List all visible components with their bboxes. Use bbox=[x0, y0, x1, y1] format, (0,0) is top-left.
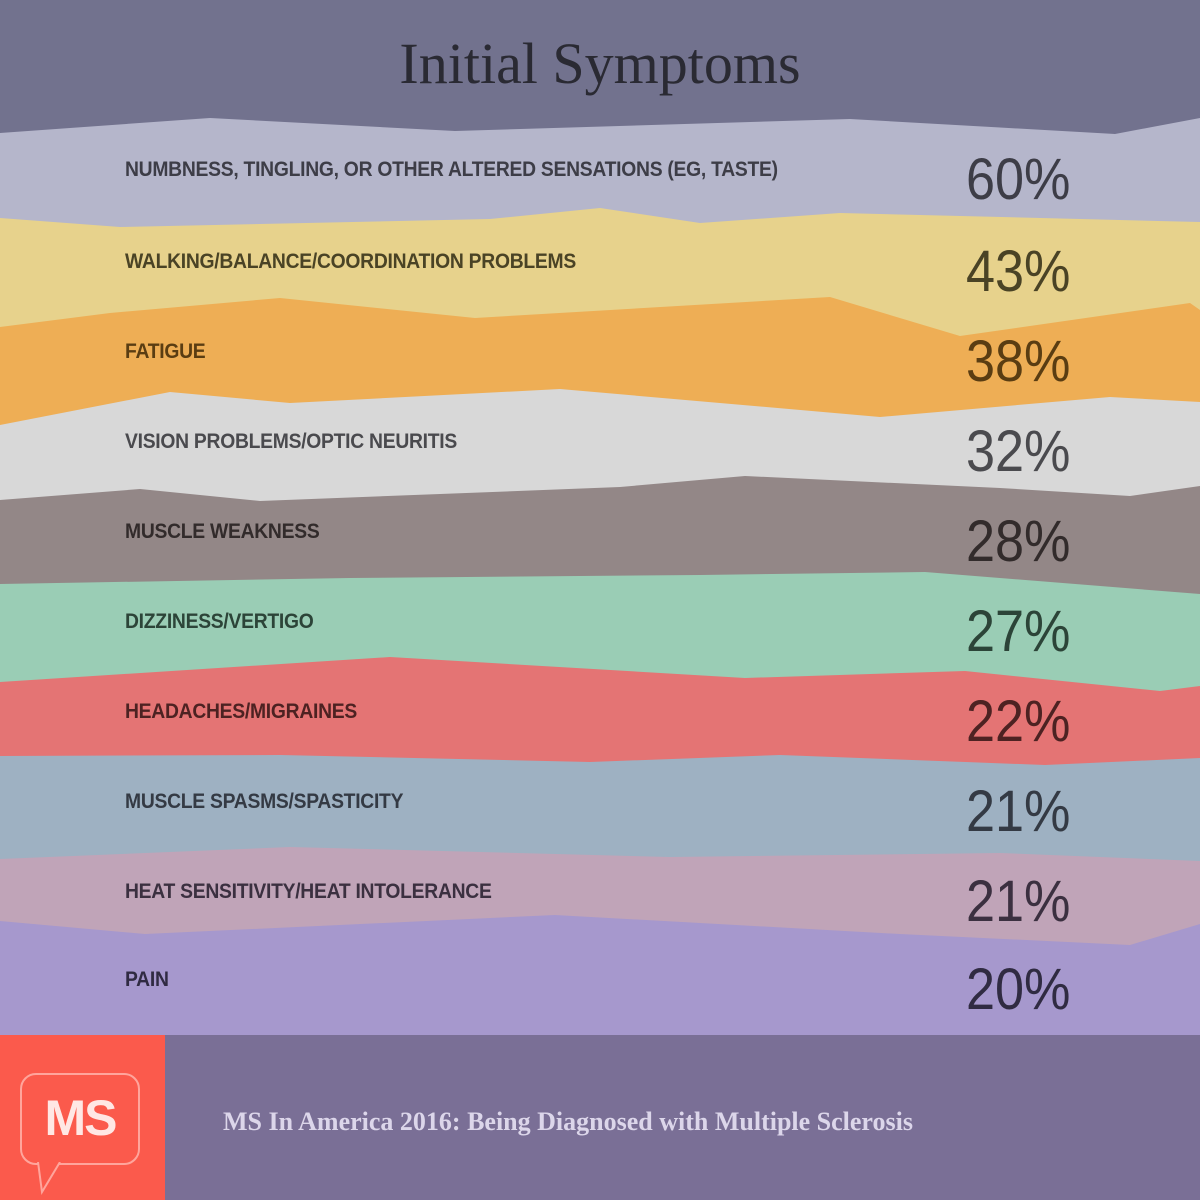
symptom-percentage: 32% bbox=[966, 419, 1071, 484]
symptom-row: MUSCLE SPASMS/SPASTICITY 21% bbox=[0, 779, 1200, 844]
symptom-row: NUMBNESS, TINGLING, OR OTHER ALTERED SEN… bbox=[0, 147, 1200, 212]
symptom-row: WALKING/BALANCE/COORDINATION PROBLEMS 43% bbox=[0, 239, 1200, 304]
symptom-label: HEADACHES/MIGRAINES bbox=[125, 700, 357, 723]
symptom-percentage: 21% bbox=[966, 869, 1071, 934]
speech-bubble-tail-icon bbox=[37, 1162, 61, 1195]
speech-bubble-icon: MS bbox=[20, 1073, 140, 1165]
symptom-percentage: 22% bbox=[966, 689, 1071, 754]
symptom-row: MUSCLE WEAKNESS 28% bbox=[0, 509, 1200, 574]
symptom-label: HEAT SENSITIVITY/HEAT INTOLERANCE bbox=[125, 880, 492, 903]
symptom-label: DIZZINESS/VERTIGO bbox=[125, 610, 314, 633]
symptom-row: HEAT SENSITIVITY/HEAT INTOLERANCE 21% bbox=[0, 869, 1200, 934]
symptom-percentage: 20% bbox=[966, 957, 1071, 1022]
symptom-label: MUSCLE WEAKNESS bbox=[125, 520, 320, 543]
symptom-label: WALKING/BALANCE/COORDINATION PROBLEMS bbox=[125, 250, 576, 273]
logo-text: MS bbox=[44, 1090, 118, 1146]
page-title: Initial Symptoms bbox=[399, 31, 801, 96]
symptom-percentage: 38% bbox=[966, 329, 1071, 394]
symptom-row: DIZZINESS/VERTIGO 27% bbox=[0, 599, 1200, 664]
symptom-percentage: 28% bbox=[966, 509, 1071, 574]
symptom-label: FATIGUE bbox=[125, 340, 206, 363]
symptom-label: VISION PROBLEMS/OPTIC NEURITIS bbox=[125, 430, 458, 453]
symptom-row: VISION PROBLEMS/OPTIC NEURITIS 32% bbox=[0, 419, 1200, 484]
symptom-row: FATIGUE 38% bbox=[0, 329, 1200, 394]
symptom-percentage: 43% bbox=[966, 239, 1071, 304]
symptom-row: HEADACHES/MIGRAINES 22% bbox=[0, 689, 1200, 754]
symptom-label: PAIN bbox=[125, 968, 169, 991]
symptom-label: NUMBNESS, TINGLING, OR OTHER ALTERED SEN… bbox=[125, 158, 778, 181]
symptom-label: MUSCLE SPASMS/SPASTICITY bbox=[125, 790, 404, 813]
footer: MS MS In America 2016: Being Diagnosed w… bbox=[0, 1035, 1200, 1200]
symptom-percentage: 60% bbox=[966, 147, 1071, 212]
footer-caption: MS In America 2016: Being Diagnosed with… bbox=[223, 1107, 913, 1136]
symptom-percentage: 21% bbox=[966, 779, 1071, 844]
symptom-percentage: 27% bbox=[966, 599, 1071, 664]
symptom-row: PAIN 20% bbox=[0, 957, 1200, 1022]
band-pain bbox=[0, 915, 1200, 1035]
ms-logo: MS bbox=[0, 1035, 165, 1200]
